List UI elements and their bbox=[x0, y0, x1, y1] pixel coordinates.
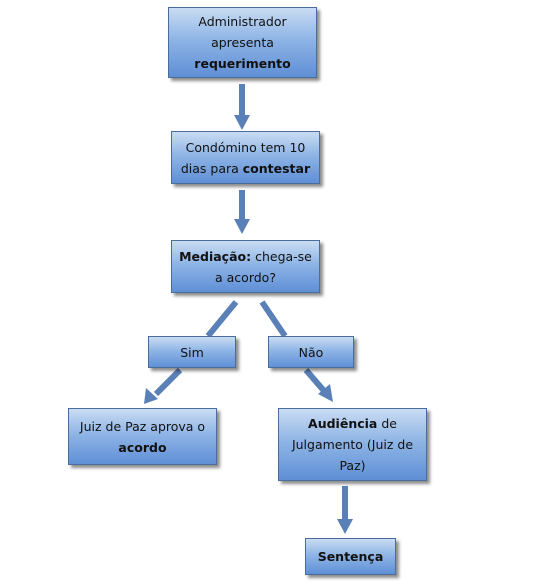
arrowhead-2 bbox=[234, 219, 250, 234]
node-contestar: Condómino tem 10 dias para contestar bbox=[171, 131, 320, 184]
node-sim: Sim bbox=[148, 336, 236, 368]
connector-mediacao-to-sim bbox=[205, 300, 239, 338]
node-juiz-aprova-bold: acordo bbox=[118, 439, 167, 455]
node-requerimento-bold: requerimento bbox=[194, 56, 291, 71]
arrow-nao-to-audiencia bbox=[303, 368, 328, 394]
arrowhead-3 bbox=[144, 388, 158, 404]
node-mediacao-text: chega-se a acordo? bbox=[215, 248, 312, 285]
node-contestar-text: Condómino tem 10 dias para bbox=[180, 139, 306, 176]
node-requerimento: Administrador apresenta requerimento bbox=[168, 7, 317, 78]
arrowhead-5 bbox=[337, 519, 353, 534]
node-audiencia-text: de Julgamento (Juiz de Paz) bbox=[291, 416, 414, 473]
node-mediacao: Mediação: chega-se a acordo? bbox=[171, 240, 320, 293]
node-mediacao-bold: Mediação: bbox=[179, 248, 252, 264]
node-nao: Não bbox=[268, 336, 354, 368]
arrow-sim-to-juiz bbox=[153, 367, 183, 397]
node-audiencia-bold: Audiência bbox=[308, 416, 378, 431]
connector-mediacao-to-nao bbox=[259, 300, 288, 338]
node-sim-label: Sim bbox=[180, 344, 204, 360]
node-contestar-bold: contestar bbox=[242, 160, 311, 176]
node-nao-label: Não bbox=[298, 344, 324, 360]
node-sentenca-bold: Sentença bbox=[317, 549, 384, 564]
node-juiz-aprova-text: Juiz de Paz aprova o bbox=[79, 418, 206, 434]
node-audiencia: Audiência de Julgamento (Juiz de Paz) bbox=[278, 408, 427, 481]
node-requerimento-text: Administrador apresenta bbox=[198, 14, 287, 50]
node-juiz-aprova: Juiz de Paz aprova o acordo bbox=[68, 408, 217, 465]
arrowhead-1 bbox=[234, 115, 250, 130]
node-sentenca: Sentença bbox=[305, 538, 396, 575]
arrowhead-4 bbox=[318, 384, 333, 402]
